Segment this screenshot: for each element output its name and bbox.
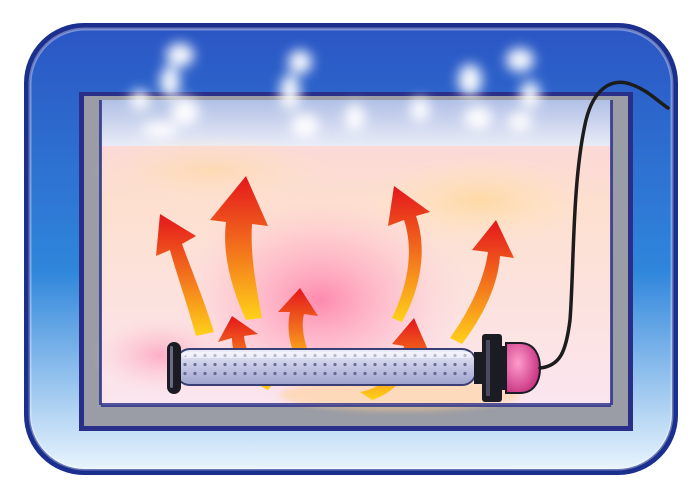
heat-arrow-icon	[210, 176, 268, 320]
heat-arrow-icon	[360, 318, 428, 400]
heater-flange	[482, 334, 502, 402]
power-cable-icon	[538, 80, 670, 370]
heat-arrow-icon	[388, 186, 430, 322]
immersion-heater-icon	[167, 334, 542, 402]
heat-arrow-icon	[450, 220, 514, 344]
heater-end-cap	[167, 342, 181, 394]
steam-icon	[130, 43, 540, 138]
heat-arrow-icon	[156, 214, 214, 336]
heater-cap	[505, 342, 542, 394]
